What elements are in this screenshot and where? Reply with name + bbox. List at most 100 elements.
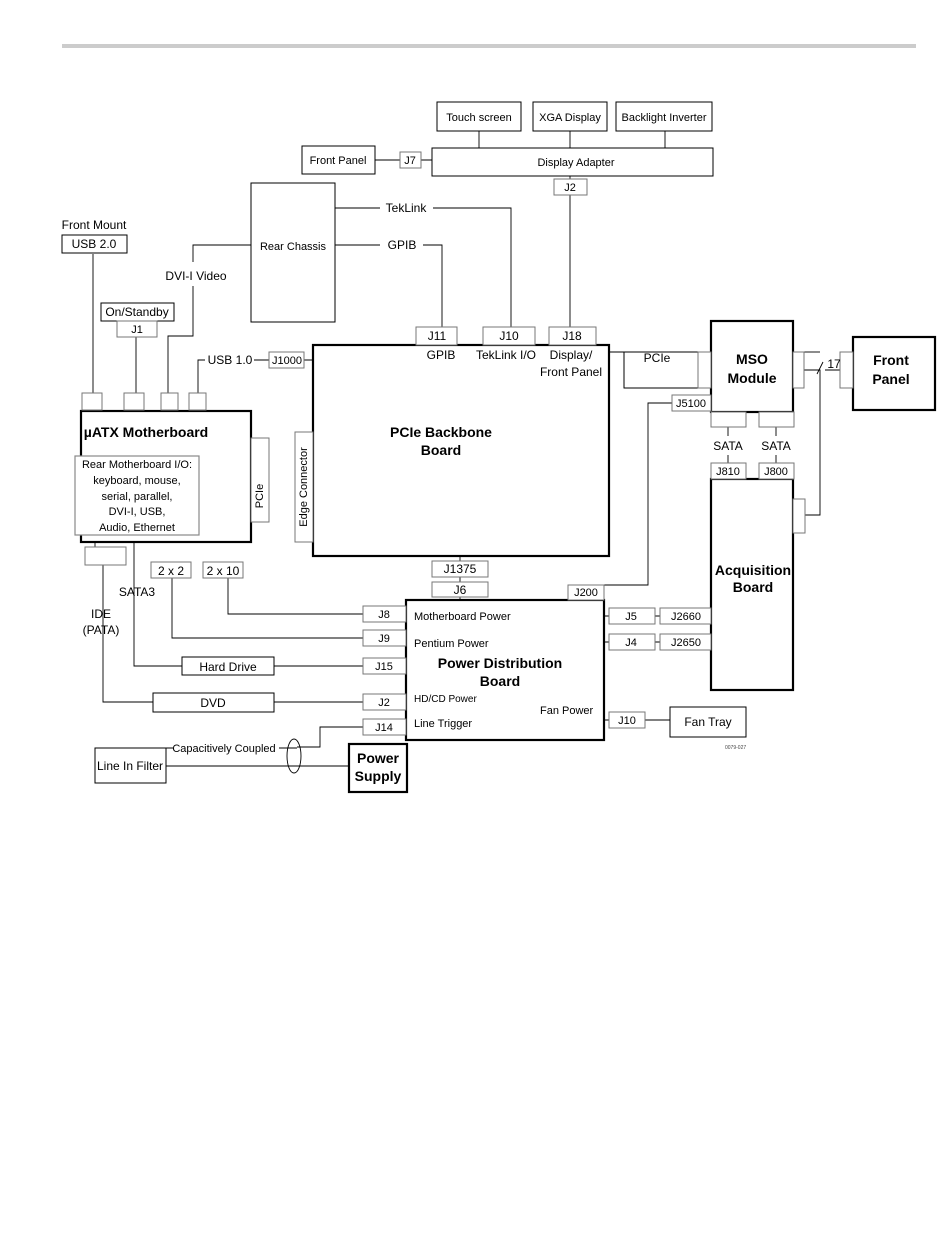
- j1-connector: J1: [131, 324, 143, 336]
- j18-connector: J18: [562, 329, 582, 343]
- pcie-link-label: PCIe: [644, 351, 671, 365]
- j9-connector: J9: [378, 633, 390, 645]
- display-adapter-label: Display Adapter: [537, 157, 614, 169]
- two-by-ten-connector: 2 x 10: [207, 564, 240, 578]
- rear-chassis-label: Rear Chassis: [260, 241, 327, 253]
- j15-connector: J15: [375, 661, 393, 673]
- j6-connector: J6: [454, 583, 467, 597]
- fan-tray-label: Fan Tray: [684, 715, 731, 729]
- power-distribution-label-2: Board: [480, 673, 520, 689]
- backlight-inverter-block: Backlight Inverter: [615, 101, 713, 132]
- j11-connector: J11: [428, 329, 447, 343]
- fan-tray-block: Fan Tray: [669, 706, 747, 738]
- line-in-filter-label: Line In Filter: [97, 759, 163, 773]
- power-distribution-block: Motherboard Power Pentium Power Power Di…: [404, 598, 606, 742]
- j1375-connector: J1375: [444, 562, 477, 576]
- motherboard-power-label: Motherboard Power: [414, 611, 511, 623]
- on-standby-label: On/Standby: [105, 305, 168, 319]
- rear-io-line-5: Audio, Ethernet: [99, 522, 175, 534]
- teklink-label: TekLink: [386, 201, 428, 215]
- seventeen-label: 17: [827, 357, 841, 371]
- rear-io-line-4: DVI-I, USB,: [109, 506, 166, 518]
- two-by-two-connector: 2 x 2: [158, 564, 184, 578]
- fan-power-label: Fan Power: [540, 705, 594, 717]
- j14-connector: J14: [375, 722, 393, 734]
- front-mount-label: Front Mount: [62, 218, 127, 232]
- sata3-label: SATA3: [119, 585, 156, 599]
- j2-display-connector: J2: [564, 182, 576, 194]
- gpib-label: GPIB: [388, 238, 417, 252]
- power-supply-block: Power Supply: [347, 742, 409, 794]
- acquisition-label-1: Acquisition: [715, 562, 791, 578]
- j200-connector: J200: [574, 587, 598, 599]
- j800-connector: J800: [764, 466, 788, 478]
- front-panel-right-block: Front Panel: [839, 335, 937, 412]
- j2-dvd-connector: J2: [378, 697, 390, 709]
- ide-label-1: IDE: [91, 607, 111, 621]
- sata-right-label: SATA: [761, 439, 791, 453]
- j7-connector: J7: [404, 155, 416, 167]
- xga-display-label: XGA Display: [539, 112, 601, 124]
- j10-fan-connector: J10: [618, 715, 636, 727]
- usb-1-0-label: USB 1.0: [208, 353, 253, 367]
- rear-io-line-2: keyboard, mouse,: [93, 475, 180, 487]
- mso-label-1: MSO: [736, 351, 768, 367]
- acquisition-label-2: Board: [733, 579, 773, 595]
- edge-connector-label: Edge Connector: [298, 447, 310, 527]
- rear-io-line-1: Rear Motherboard I/O:: [82, 459, 192, 471]
- capacitively-coupled-label: Capacitively Coupled: [172, 743, 275, 755]
- pcie-backbone-block: PCIe Backbone Board Edge Connector: [294, 343, 611, 558]
- front-panel-right-label-2: Panel: [872, 371, 909, 387]
- teklink-io-label: TekLink I/O: [476, 348, 536, 362]
- pcie-backbone-label-1: PCIe Backbone: [390, 424, 492, 440]
- front-panel-top-block: Front Panel: [301, 145, 376, 175]
- power-supply-label-1: Power: [357, 750, 400, 766]
- dvd-label: DVD: [200, 696, 226, 710]
- j5-connector: J5: [625, 611, 637, 623]
- hard-drive-label: Hard Drive: [199, 660, 257, 674]
- power-distribution-label-1: Power Distribution: [438, 655, 562, 671]
- j810-connector: J810: [716, 466, 740, 478]
- display-adapter-block: Display Adapter: [431, 147, 714, 177]
- connectors: J7 J2 J1 J1000 J11 J10 J18 J5100 J810 J8…: [81, 151, 795, 736]
- mso-module-block: MSO Module: [697, 319, 805, 414]
- front-panel-top-label: Front Panel: [310, 155, 367, 167]
- pcie-backbone-label-2: Board: [421, 442, 461, 458]
- display-front-panel-label-2: Front Panel: [540, 365, 602, 379]
- line-trigger-label: Line Trigger: [414, 718, 472, 730]
- sata-left-label: SATA: [713, 439, 743, 453]
- j4-connector: J4: [625, 637, 637, 649]
- figure-id-label: 0079-027: [725, 745, 746, 751]
- usb-2-0-label: USB 2.0: [72, 237, 117, 251]
- dvd-block: DVD: [152, 692, 275, 713]
- backlight-inverter-label: Backlight Inverter: [622, 112, 707, 124]
- mso-label-2: Module: [728, 370, 777, 386]
- motherboard-label: µATX Motherboard: [84, 424, 208, 440]
- touch-screen-block: Touch screen: [436, 101, 522, 132]
- gpib-port-label: GPIB: [427, 348, 456, 362]
- j8-connector: J8: [378, 609, 390, 621]
- wire-labels: TekLink GPIB DVI-I Video USB 1.0 GPIB Te…: [83, 201, 841, 755]
- j1000-connector: J1000: [272, 355, 302, 367]
- header-rule: [62, 44, 916, 48]
- on-standby-block: On/Standby: [100, 302, 175, 322]
- ide-label-2: (PATA): [83, 623, 120, 637]
- rear-chassis-block: Rear Chassis: [250, 182, 336, 323]
- j2660-connector: J2660: [671, 611, 701, 623]
- touch-screen-label: Touch screen: [446, 112, 511, 124]
- j5100-connector: J5100: [676, 398, 706, 410]
- pentium-power-label: Pentium Power: [414, 638, 489, 650]
- line-in-filter-block: Line In Filter: [94, 747, 167, 784]
- pcie-slot-label: PCIe: [254, 484, 266, 508]
- hdcd-power-label: HD/CD Power: [414, 694, 477, 705]
- power-supply-label-2: Supply: [355, 768, 402, 784]
- acquisition-board-block: Acquisition Board: [709, 477, 806, 692]
- dvi-video-label: DVI-I Video: [165, 269, 226, 283]
- front-panel-right-label-1: Front: [873, 352, 909, 368]
- front-mount-usb-block: Front Mount USB 2.0: [61, 218, 128, 254]
- j10-teklink-connector: J10: [499, 329, 519, 343]
- rear-io-line-3: serial, parallel,: [102, 491, 173, 503]
- j2650-connector: J2650: [671, 637, 701, 649]
- display-front-panel-label-1: Display/: [550, 348, 593, 362]
